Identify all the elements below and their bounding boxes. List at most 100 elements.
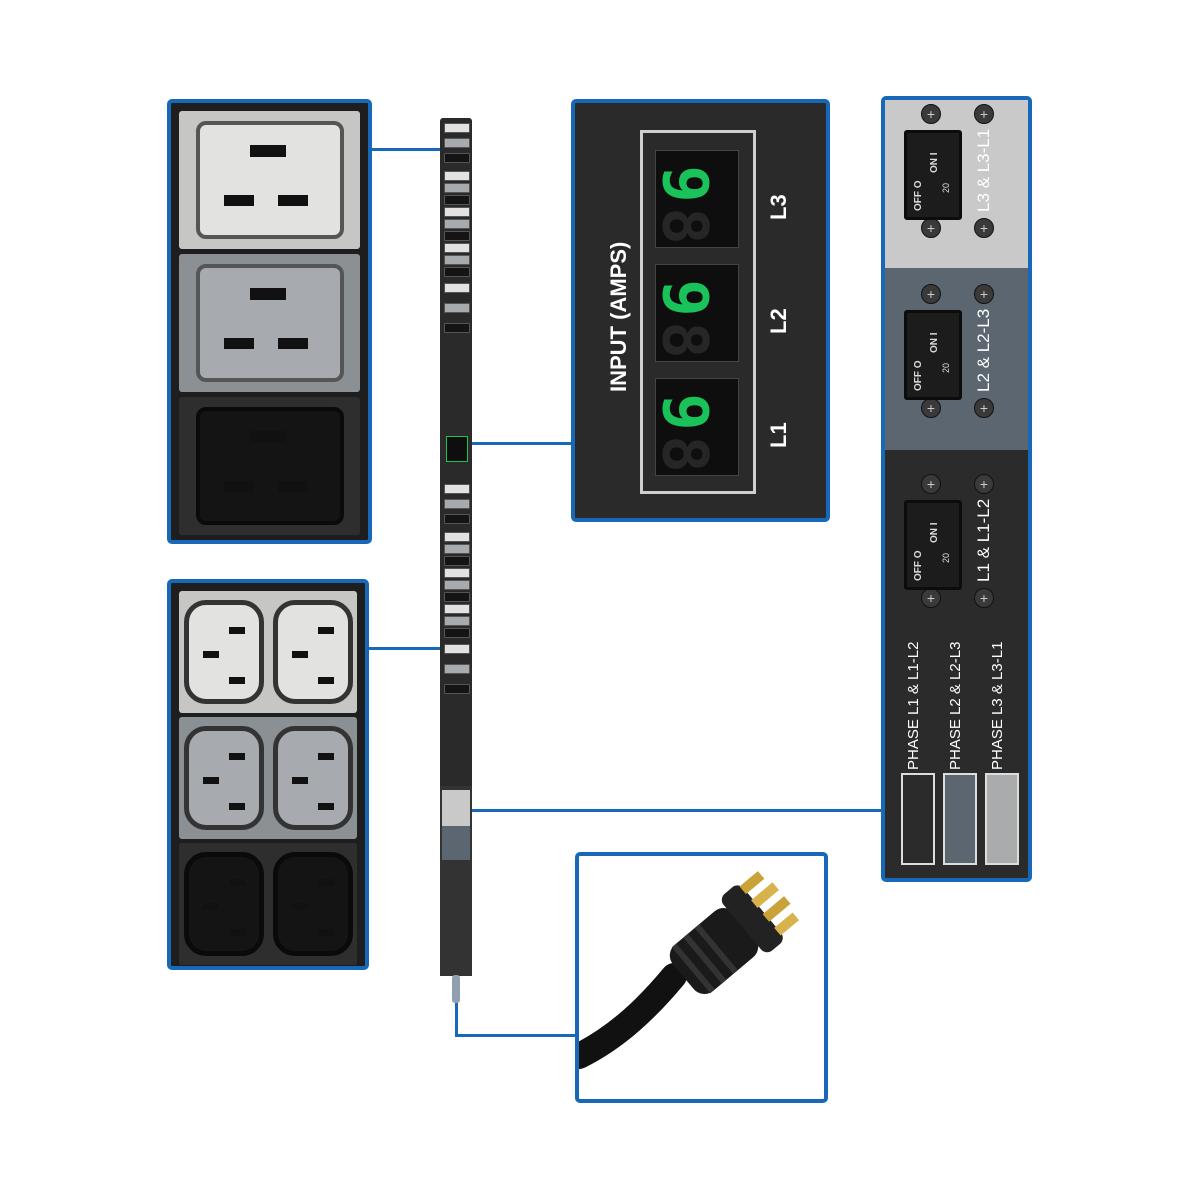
breaker-on-label: ON I [929,332,940,353]
outlet-slot [223,481,254,492]
mini-outlet [444,684,470,694]
mini-outlet [444,138,470,148]
c13-outlet [183,726,264,830]
outlet-slot [277,195,308,206]
c13-row [179,717,357,839]
mini-outlet [444,580,470,590]
outlet-slot [223,195,254,206]
digit-unlit: 8 [648,321,722,359]
c19-outlet [195,264,344,382]
mini-breaker [442,826,470,860]
outlet-slot [291,651,308,658]
digit-lit: 9 [648,279,722,317]
c13-outlet [272,600,353,704]
phase-legend-label: PHASE L2 & L2-L3 [947,641,964,770]
phase-legend-label: PHASE L3 & L3-L1 [989,641,1006,770]
mini-outlet [444,532,470,542]
c19-row [179,111,360,249]
breaker-off-label: OFF O [913,180,924,211]
display-title: INPUT (AMPS) [606,241,631,392]
breaker-label: L1 & L1-L2 [974,498,993,582]
mini-breaker [442,790,470,826]
outlet-slot [317,753,334,760]
outlet-slot [317,803,334,810]
twist-lock-plug-closeup [575,852,828,1103]
breaker-on-label: ON I [929,152,940,173]
power-cord [452,975,460,1003]
screw-icon: + [974,474,994,494]
outlet-slot [228,879,245,886]
c19-outlet [195,121,344,239]
callout-line-breakers [470,809,884,812]
phase-label: L1 [766,422,791,448]
mini-outlet [444,628,470,638]
c13-row [179,843,357,965]
mini-outlet [444,171,470,181]
mini-outlet [444,499,470,509]
digit-unlit: 8 [648,207,722,245]
screw-icon: + [921,218,941,238]
outlet-slot [317,879,334,886]
phase-color-swatch [901,773,935,865]
c19-outlets-closeup [167,99,372,544]
phase-color-swatch [985,773,1019,865]
breaker-rating: 20 [941,552,951,563]
screw-icon: + [921,474,941,494]
screw-icon: + [974,218,994,238]
outlet-slot [249,431,286,443]
c13-outlet [272,852,353,956]
mini-outlet [444,283,470,293]
breaker-label: L3 & L3-L1 [974,128,993,212]
outlet-slot [291,777,308,784]
mini-outlet [444,267,470,277]
outlet-slot [202,651,219,658]
phase-color-swatch [943,773,977,865]
mini-outlet [444,123,470,133]
pdu-strip [440,118,472,976]
outlet-slot [223,338,254,349]
mini-outlet [444,544,470,554]
breaker-rating: 20 [941,362,951,373]
breaker-on-label: ON I [929,522,940,543]
mini-outlet [444,183,470,193]
c19-outlet [195,407,344,525]
mini-outlet [444,207,470,217]
mini-outlet [444,616,470,626]
callout-line-plug-v [455,1000,458,1037]
digit-lit: 9 [648,393,722,431]
mini-outlet [444,644,470,654]
outlet-slot [317,627,334,634]
breaker-off-label: OFF O [913,550,924,581]
breaker-label: L2 & L2-L3 [974,308,993,392]
screw-icon: + [974,284,994,304]
mini-outlet [444,231,470,241]
phase-label: L2 [766,308,791,334]
screw-icon: + [974,398,994,418]
outlet-slot [249,288,286,300]
digit-unlit: 8 [648,435,722,473]
callout-line-display [470,442,574,445]
mini-outlet [444,195,470,205]
mini-outlet [444,243,470,253]
mini-outlet [444,514,470,524]
twist-lock-plug-image [579,871,800,1069]
screw-icon: + [921,588,941,608]
mini-outlet [444,484,470,494]
outlet-slot [228,929,245,936]
mini-outlet [444,604,470,614]
callout-line-c19 [368,148,442,151]
outlet-slot [291,903,308,910]
screw-icon: + [921,104,941,124]
c13-outlet [183,600,264,704]
outlet-slot [317,929,334,936]
c19-row [179,397,360,535]
mini-outlet [444,303,470,313]
outlet-slot [228,803,245,810]
digit-lit: 9 [648,165,722,203]
c13-outlet [183,852,264,956]
